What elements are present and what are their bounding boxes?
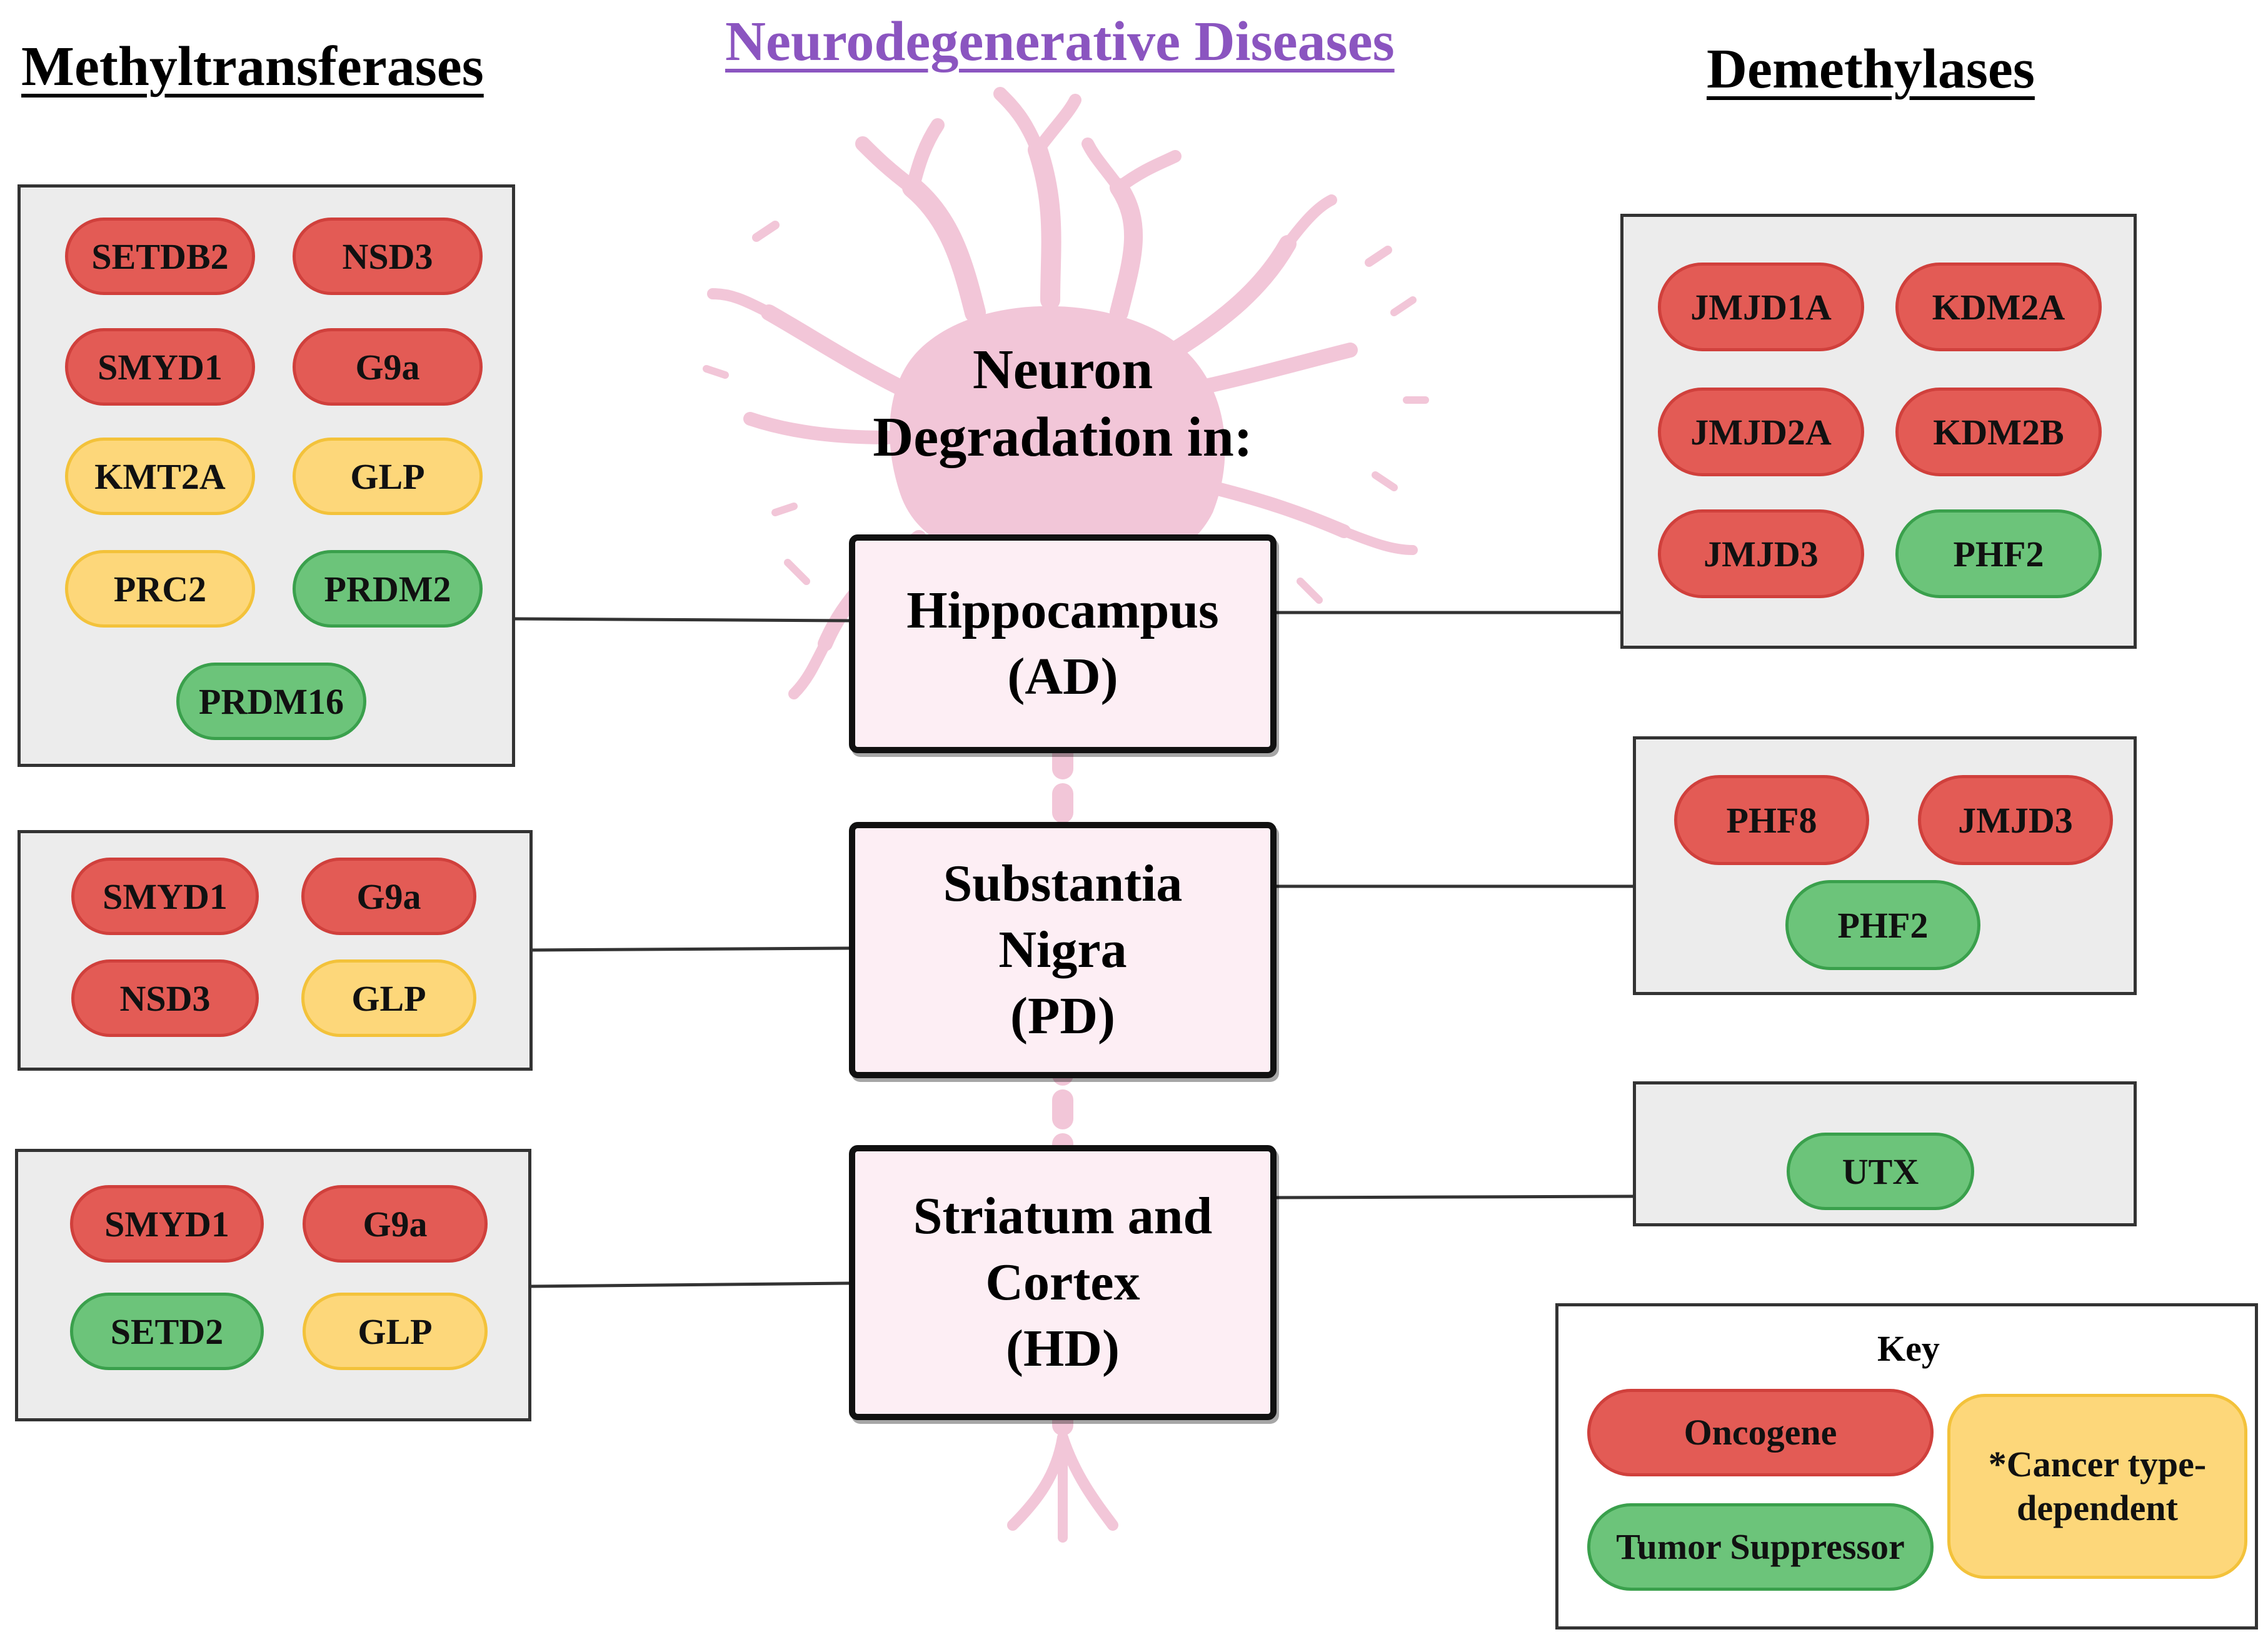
neuron-degradation-label: Neuron Degradation in: — [863, 336, 1263, 471]
gene-pill-g9a: G9a — [293, 328, 483, 406]
neuron-label-line1: Neuron — [972, 339, 1153, 401]
gene-pill-setdb2: SETDB2 — [65, 218, 255, 295]
gene-pill-kdm2a: KDM2A — [1895, 263, 2102, 351]
region-line: Substantia — [943, 854, 1183, 913]
gene-pill-jmjd3: JMJD3 — [1658, 509, 1864, 598]
region-striatum-cortex: Striatum and Cortex (HD) — [849, 1145, 1277, 1420]
gene-pill-prdm16: PRDM16 — [176, 663, 366, 740]
gene-pill-kdm2b: KDM2B — [1895, 388, 2102, 476]
neuron-label-line2: Degradation in: — [873, 406, 1253, 468]
gene-pill-phf2: PHF2 — [1785, 880, 1980, 970]
region-hippocampus: Hippocampus (AD) — [849, 534, 1277, 753]
region-line: (HD) — [1006, 1319, 1120, 1378]
region-line: Nigra — [998, 921, 1127, 979]
gene-pill-glp: GLP — [293, 438, 483, 515]
gene-pill-smyd1: SMYD1 — [70, 1185, 264, 1263]
heading-demethylases: Demethylases — [1707, 38, 2035, 100]
heading-methyltransferases: Methyltransferases — [21, 36, 484, 98]
gene-pill-smyd1: SMYD1 — [71, 858, 259, 935]
connector-hd-left — [529, 1281, 850, 1288]
heading-neurodegenerative-diseases: Neurodegenerative Diseases — [725, 11, 1395, 73]
gene-pill-nsd3: NSD3 — [71, 959, 259, 1037]
legend-oncogene: Oncogene — [1587, 1389, 1934, 1476]
region-line: (PD) — [1010, 987, 1115, 1045]
gene-pill-glp: GLP — [303, 1293, 488, 1370]
gene-pill-utx: UTX — [1787, 1133, 1974, 1210]
gene-pill-smyd1: SMYD1 — [65, 328, 255, 406]
legend-title: Key — [1877, 1328, 1940, 1369]
region-line: Striatum and — [913, 1187, 1213, 1245]
gene-pill-prdm2: PRDM2 — [293, 550, 483, 628]
connector-ad-left — [513, 617, 850, 623]
region-line: Hippocampus — [906, 581, 1219, 639]
legend-tumor-suppressor: Tumor Suppressor — [1587, 1503, 1934, 1591]
gene-pill-phf8: PHF8 — [1674, 775, 1869, 865]
gene-pill-nsd3: NSD3 — [293, 218, 483, 295]
connector-hd-right — [1275, 1194, 1633, 1199]
gene-pill-jmjd3: JMJD3 — [1918, 775, 2113, 865]
connector-pd-left — [531, 946, 850, 952]
gene-pill-g9a: G9a — [303, 1185, 488, 1263]
region-line: (AD) — [1007, 648, 1118, 706]
gene-pill-phf2: PHF2 — [1895, 509, 2102, 598]
gene-pill-setd2: SETD2 — [70, 1293, 264, 1370]
legend-key: Key Oncogene Tumor Suppressor *Cancer ty… — [1555, 1303, 2258, 1629]
gene-pill-prc2: PRC2 — [65, 550, 255, 628]
gene-pill-jmjd1a: JMJD1A — [1658, 263, 1864, 351]
gene-pill-jmjd2a: JMJD2A — [1658, 388, 1864, 476]
gene-pill-glp: GLP — [301, 959, 476, 1037]
region-substantia-nigra: Substantia Nigra (PD) — [849, 822, 1277, 1078]
region-line: Cortex — [985, 1253, 1140, 1311]
gene-pill-kmt2a: KMT2A — [65, 438, 255, 515]
legend-cancer-type-dependent: *Cancer type-dependent — [1947, 1394, 2247, 1579]
gene-pill-g9a: G9a — [301, 858, 476, 935]
